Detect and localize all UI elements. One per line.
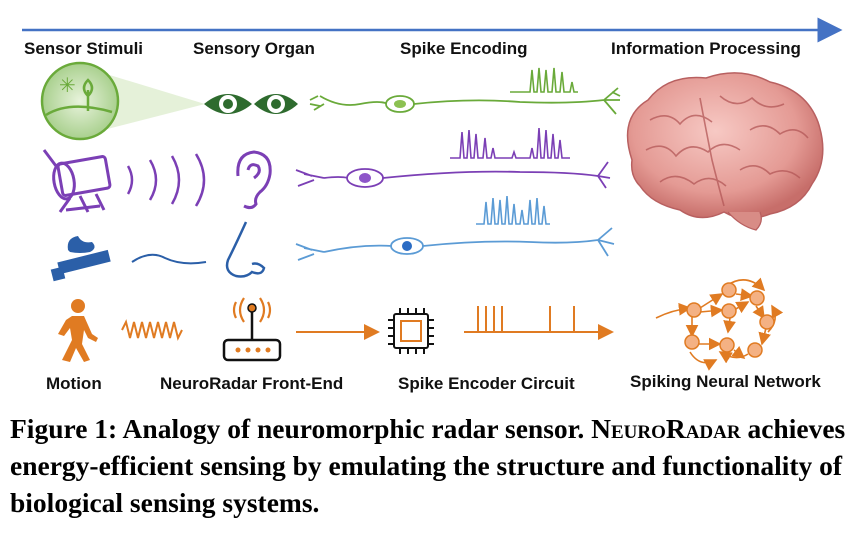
green-spike-train bbox=[510, 67, 578, 93]
sun-icon: ✳ bbox=[59, 73, 76, 97]
neuroradar-row bbox=[58, 277, 784, 371]
header-sensory-organ: Sensory Organ bbox=[193, 39, 315, 58]
chip-icon bbox=[388, 308, 434, 354]
blue-neuron bbox=[295, 227, 615, 261]
label-motion: Motion bbox=[46, 374, 102, 393]
caption-system-name: NeuroRadar bbox=[591, 413, 741, 444]
eye-icon bbox=[204, 94, 252, 114]
header-spike-encoding: Spike Encoding bbox=[400, 39, 528, 58]
figure-caption: Figure 1: Analogy of neuromorphic radar … bbox=[10, 410, 852, 521]
router-icon bbox=[222, 297, 282, 362]
blue-nucleus bbox=[402, 241, 412, 251]
ear-icon bbox=[236, 150, 272, 210]
brain-image bbox=[626, 72, 824, 231]
hearing-row bbox=[42, 127, 611, 213]
header-information-processing: Information Processing bbox=[611, 39, 801, 58]
figure-illustration: Sensor Stimuli Sensory Organ Spike Encod… bbox=[22, 17, 843, 393]
sound-wave-icon bbox=[126, 153, 206, 207]
caption-rest: achieves energy-efficient sensing by emu… bbox=[10, 413, 846, 518]
hill-icon bbox=[45, 105, 113, 117]
nose-icon bbox=[225, 221, 266, 278]
tree-icon bbox=[82, 78, 94, 111]
landscape-icon bbox=[40, 61, 120, 141]
green-nucleus bbox=[394, 100, 406, 108]
vision-row: ✳ bbox=[40, 61, 621, 141]
caption-prefix: Figure 1: Analogy of neuromorphic radar … bbox=[10, 413, 585, 444]
purple-neuron bbox=[295, 161, 611, 189]
eye-icon bbox=[254, 94, 298, 114]
walking-person-icon bbox=[58, 299, 98, 362]
label-neuroradar-front-end: NeuroRadar Front-End bbox=[160, 374, 343, 393]
smell-row bbox=[50, 195, 615, 282]
drum-icon bbox=[42, 149, 112, 213]
blue-spike-train bbox=[476, 195, 550, 225]
spiking-network-icon bbox=[655, 277, 784, 371]
radar-wave bbox=[121, 319, 183, 341]
header-sensor-stimuli: Sensor Stimuli bbox=[24, 39, 143, 58]
label-spike-encoder-circuit: Spike Encoder Circuit bbox=[398, 374, 575, 393]
cigarette-icon bbox=[50, 236, 111, 282]
label-spiking-neural-network: Spiking Neural Network bbox=[630, 372, 821, 391]
output-spike-train bbox=[464, 306, 614, 340]
purple-nucleus bbox=[359, 173, 371, 183]
scent-line bbox=[131, 253, 207, 265]
purple-spike-train bbox=[450, 127, 570, 159]
